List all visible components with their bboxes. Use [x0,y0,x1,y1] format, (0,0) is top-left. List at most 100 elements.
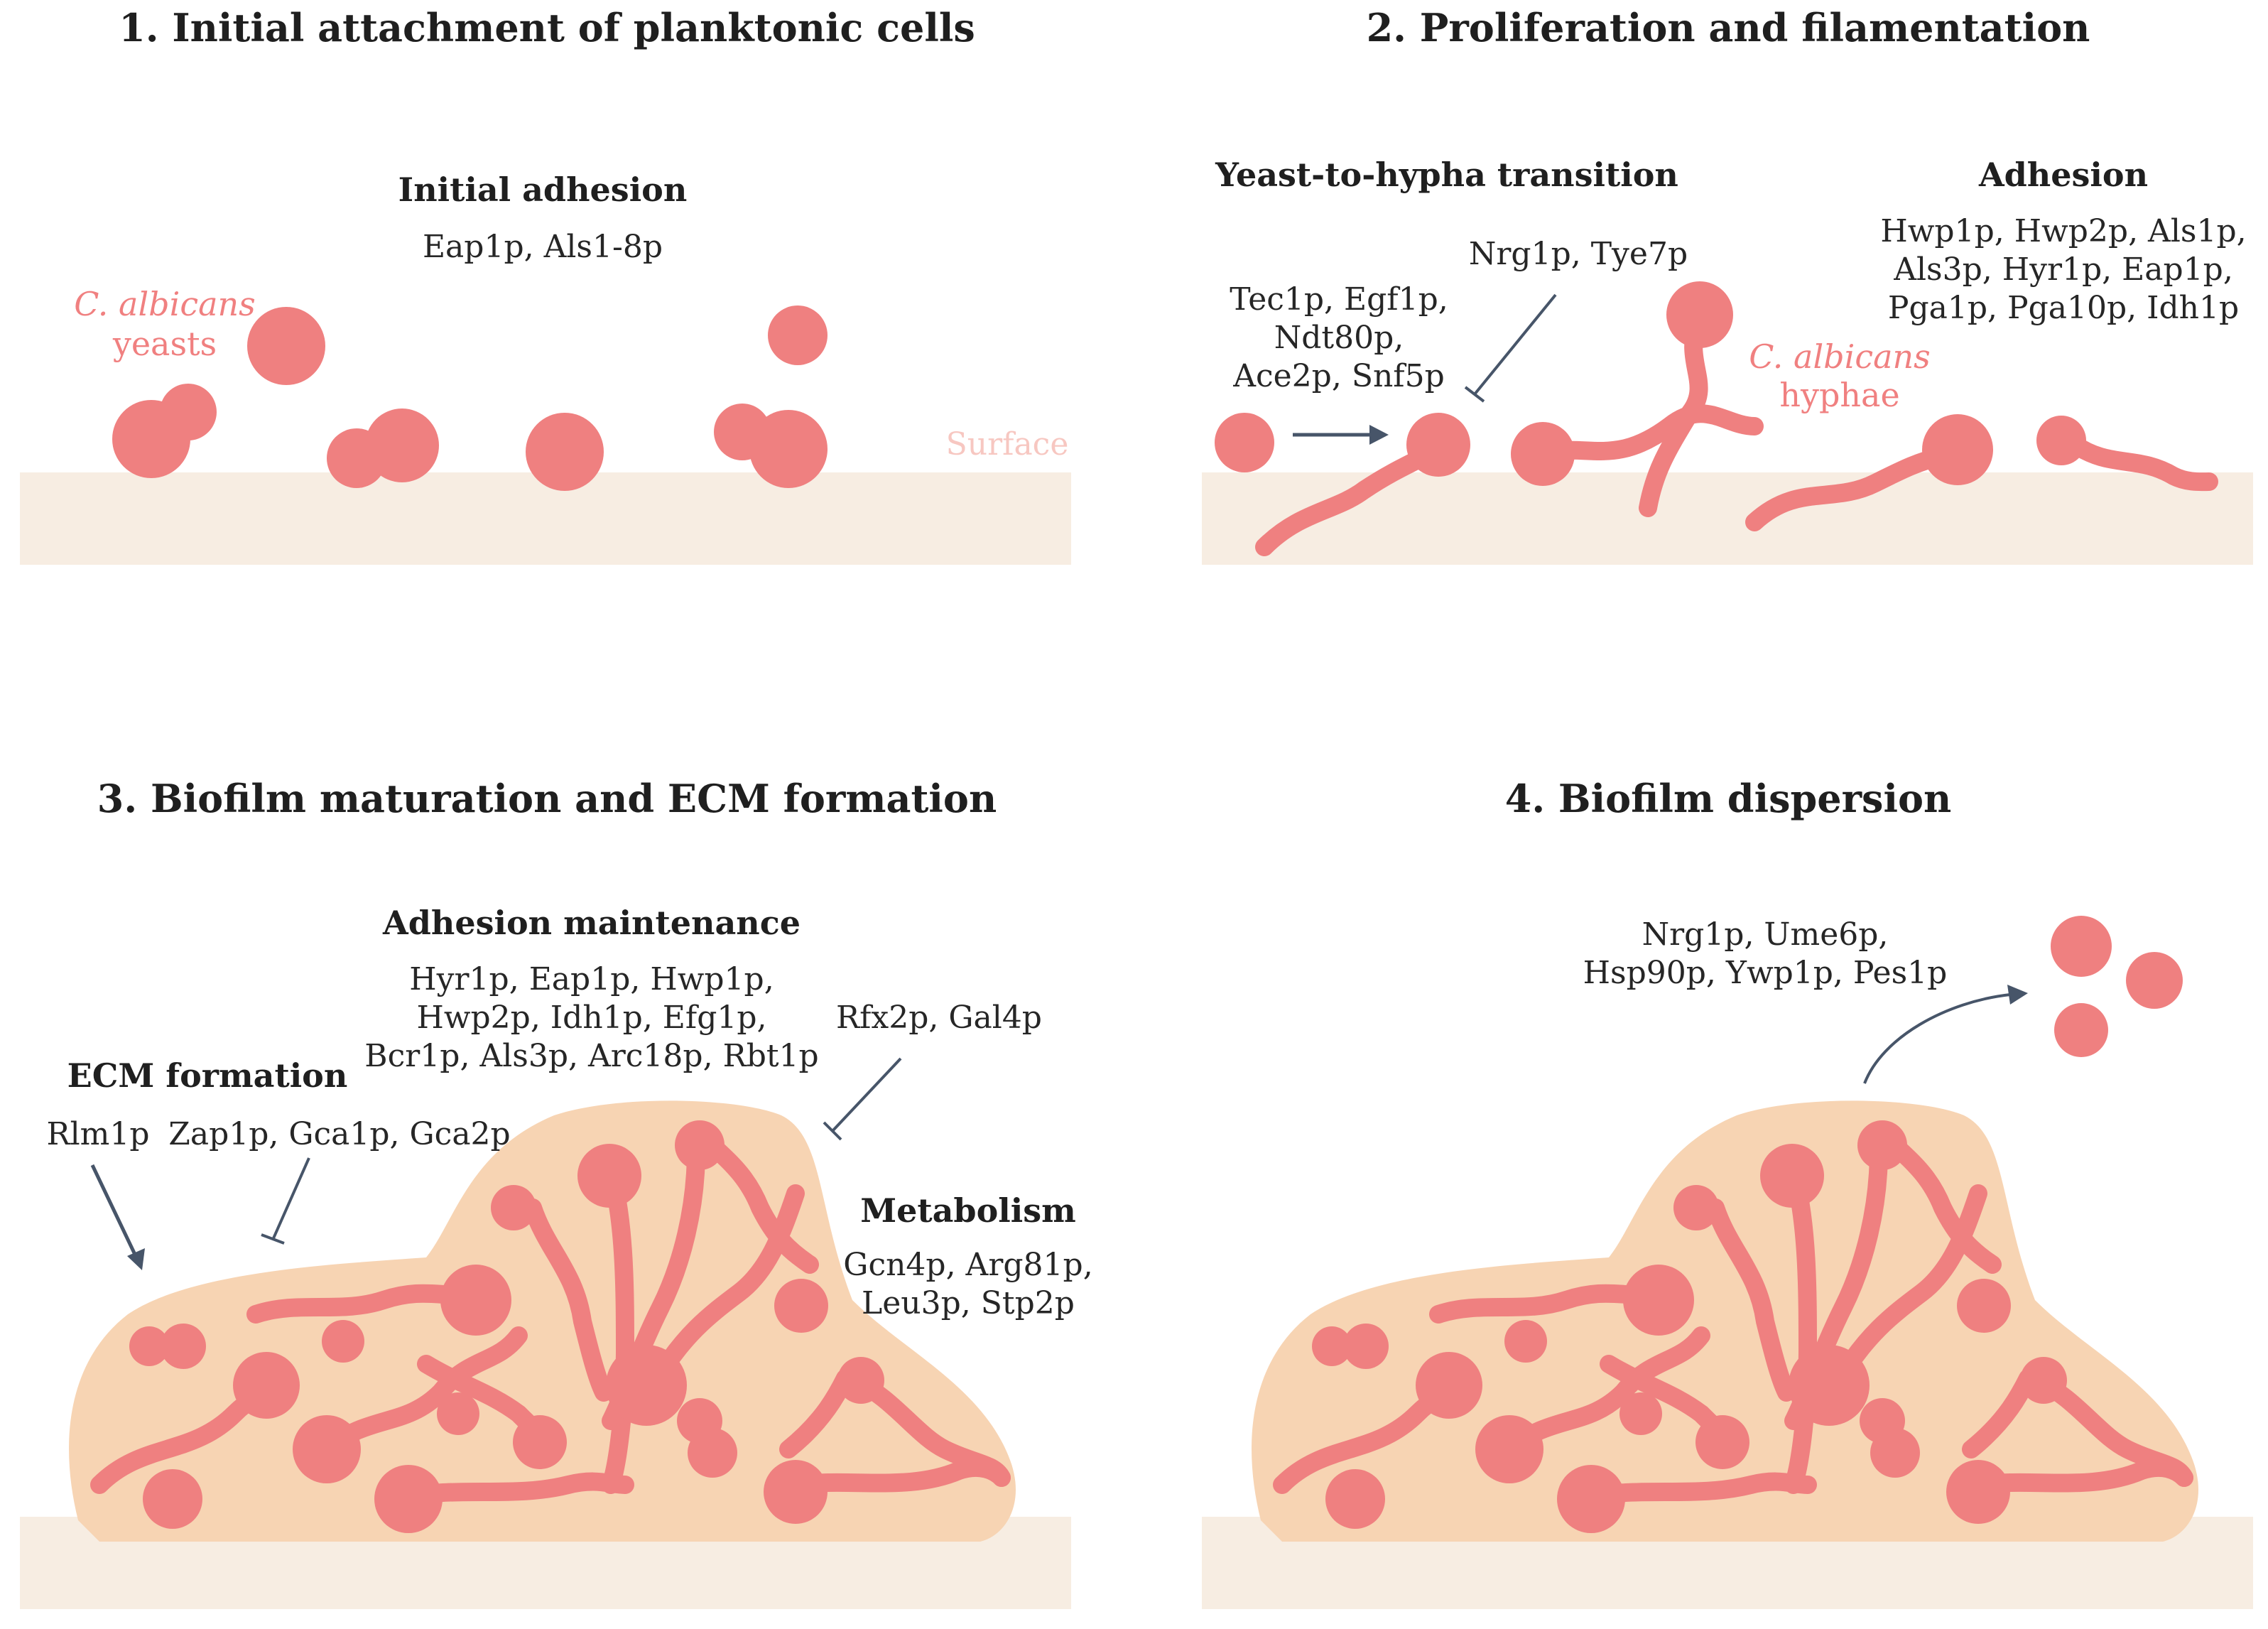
hyphal-cell-head [2036,416,2086,465]
hyphal-cell-head [1760,1144,1824,1208]
dispersion-genes: Hsp90p, Ywp1p, Pes1p [1583,955,1948,991]
panel-3: 3. Biofilm maturation and ECM formation … [20,776,1093,1609]
metabolism-title: Metabolism [860,1191,1076,1230]
hypha [1784,1163,1818,1494]
panel-1: 1. Initial attachment of planktonic cell… [20,5,1071,565]
inhibition-bar [261,1233,285,1245]
hyphal-cell-head [675,1120,725,1170]
hyphal-cell-head [1416,1352,1482,1419]
hypha [1827,1184,1987,1395]
hypha [318,1326,528,1458]
panel-2-title: 2. Proliferation and filamentation [1367,5,2090,50]
maturation-repressors: Rfx2p, Gal4p [836,1000,1042,1036]
hyphal-cell-head [577,1144,641,1208]
hypha [1532,404,1764,464]
hyphal-cell-head [1673,1185,1719,1230]
panel-2: 2. Proliferation and filamentation Yeast… [1202,5,2253,565]
activation-arrow [90,1164,139,1259]
hypha [1639,314,1708,517]
yeast-cell [2126,952,2183,1009]
yeast-cell [1695,1415,1749,1469]
hyphal-cell-head [1789,1345,1870,1426]
yeast-cell [365,408,439,482]
yeast-cell [247,307,325,385]
yeast-cell [1957,1279,2011,1333]
yeast-cell [112,400,190,478]
hyphal-cell-head [606,1345,687,1426]
hypha [1745,445,1955,531]
transition-title: Yeast-to-hypha transition [1215,156,1678,194]
yeast-cell [1870,1428,1920,1478]
maintenance-title: Adhesion maintenance [382,904,801,942]
hypha [786,1458,1011,1494]
hypha [644,1184,805,1395]
inhibition-bar [1464,386,1485,403]
yeast-cell [143,1469,202,1529]
yeast-cell [1343,1324,1389,1369]
transition-activators: Ndt80p, [1274,320,1404,356]
hyphal-cell-head [764,1460,828,1524]
yeast-cell [437,1392,479,1435]
hypha [1969,1458,2193,1494]
transition-activators: Tec1p, Egf1p, [1230,281,1448,318]
hyphae [1255,314,2218,556]
hypha [602,1163,635,1494]
dispersion-arrow [1863,993,2011,1084]
yeast-cells [112,305,828,491]
biofilm-cells [129,1120,884,1533]
yeast-cell [749,410,828,488]
panel-4: 4. Biofilm dispersion Nrg1p, Ume6p, Hsp9… [1202,776,2253,1609]
adhesion-genes: Pga1p, Pga10p, Idh1p [1888,290,2239,326]
hypha [1500,1326,1710,1458]
hyphal-cell-head [1857,1120,1907,1170]
panel-1-title: 1. Initial attachment of planktonic cell… [119,5,975,50]
inhibition-line [1473,293,1557,396]
ecm-repressors: Zap1p, Gca1p, Gca2p [168,1116,510,1152]
hyphal-cell-head [440,1265,511,1336]
hypha [523,1198,613,1402]
arrow-head-icon [127,1248,145,1270]
hypha [1706,1198,1796,1402]
hypha [2065,435,2218,492]
inhibition-bar [823,1121,842,1141]
dispersed-cells [2051,916,2183,1057]
arrow-head-icon [1369,425,1389,445]
yeast-label-species: C. albicans [74,285,256,323]
yeast-cell [129,1326,169,1366]
hyphal-cell-head [1406,413,1470,477]
panel-3-title: 3. Biofilm maturation and ECM formation [97,776,997,821]
maintenance-genes: Hyr1p, Eap1p, Hwp1p, [409,961,774,997]
yeast-cell [161,1324,206,1369]
panel-4-title: 4. Biofilm dispersion [1505,776,1952,821]
adhesion-title: Adhesion [1978,156,2148,194]
hyphal-cell-head [293,1415,361,1483]
hyphal-cell-head [1557,1465,1625,1533]
adhesion-genes: Als3p, Hyr1p, Eap1p, [1893,251,2233,288]
hyphal-cell-head [233,1352,300,1419]
hyphal-cell-head [1475,1415,1543,1483]
yeast-cell [526,413,604,491]
yeast-cell [1312,1326,1352,1366]
hyphal-cell-head [2020,1357,2067,1404]
surface-label: Surface [946,426,1069,462]
yeast-cell [688,1428,737,1478]
yeast-cell [2054,1003,2108,1057]
hyphal-cell-head [1623,1265,1694,1336]
transition-activators: Ace2p, Snf5p [1232,358,1445,394]
yeast-cell [1619,1392,1662,1435]
biofilm-cells [1312,1120,2067,1533]
hyphal-cell-head [1946,1460,2010,1524]
hyphal-cell-head [837,1357,884,1404]
yeast-cell [1325,1469,1385,1529]
yeast-cell [1504,1320,1547,1363]
maintenance-genes: Hwp2p, Idh1p, Efg1p, [416,1000,766,1036]
yeast-and-hyphal-cells [1215,281,2086,486]
hyphal-cell-head [1511,422,1575,486]
yeast-cell [513,1415,567,1469]
arrow-head-icon [2007,985,2028,1005]
ecm-activator: Rlm1p [46,1116,149,1152]
hyphae-label-species: C. albicans [1749,337,1931,376]
initial-adhesion-genes: Eap1p, Als1-8p [423,229,663,265]
initial-adhesion-title: Initial adhesion [398,171,688,209]
